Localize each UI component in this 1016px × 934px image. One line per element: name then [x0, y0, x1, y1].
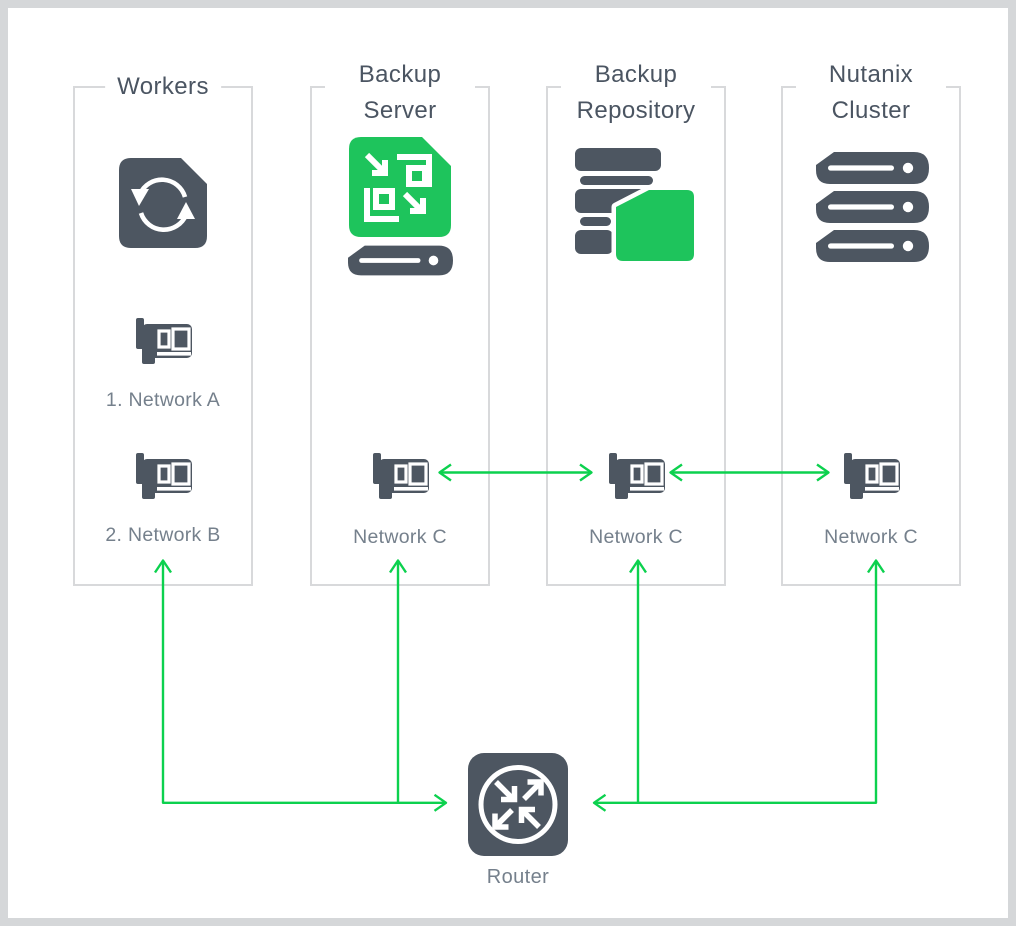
connector-left-to-router: [154, 559, 448, 812]
column-title-nutanix-cluster: Nutanix Cluster: [796, 57, 946, 129]
backup-server-icon: [349, 137, 451, 237]
nic-icon: [837, 450, 905, 500]
nic-icon: [366, 450, 434, 500]
column-title-backup-repository: Backup Repository: [561, 57, 711, 129]
backup-repository-icon: [575, 146, 697, 263]
router: Router: [468, 753, 568, 888]
column-backup-server: Backup Server Network C: [310, 57, 490, 586]
network-label: 2. Network B: [105, 524, 221, 546]
column-backup-repository: Backup Repository Network C: [546, 57, 726, 586]
network-label: Network C: [824, 526, 918, 548]
column-nutanix-cluster: Nutanix Cluster Network C: [781, 57, 961, 586]
router-label: Router: [486, 866, 550, 888]
network-label: 1. Network A: [105, 389, 221, 411]
nic-icon: [129, 315, 197, 365]
router-icon: [468, 753, 568, 856]
connector-right-to-router: [592, 559, 885, 812]
nic-icon: [602, 450, 670, 500]
nutanix-cluster-icon: [816, 152, 929, 262]
column-workers: Workers 1. Network A 2. Network B: [73, 69, 253, 586]
nic-icon: [129, 450, 197, 500]
disk-icon: [348, 244, 453, 277]
column-title-backup-server: Backup Server: [325, 57, 475, 129]
sync-icon: [119, 158, 207, 248]
network-label: Network C: [353, 526, 447, 548]
column-title-workers: Workers: [105, 69, 221, 105]
network-label: Network C: [589, 526, 683, 548]
